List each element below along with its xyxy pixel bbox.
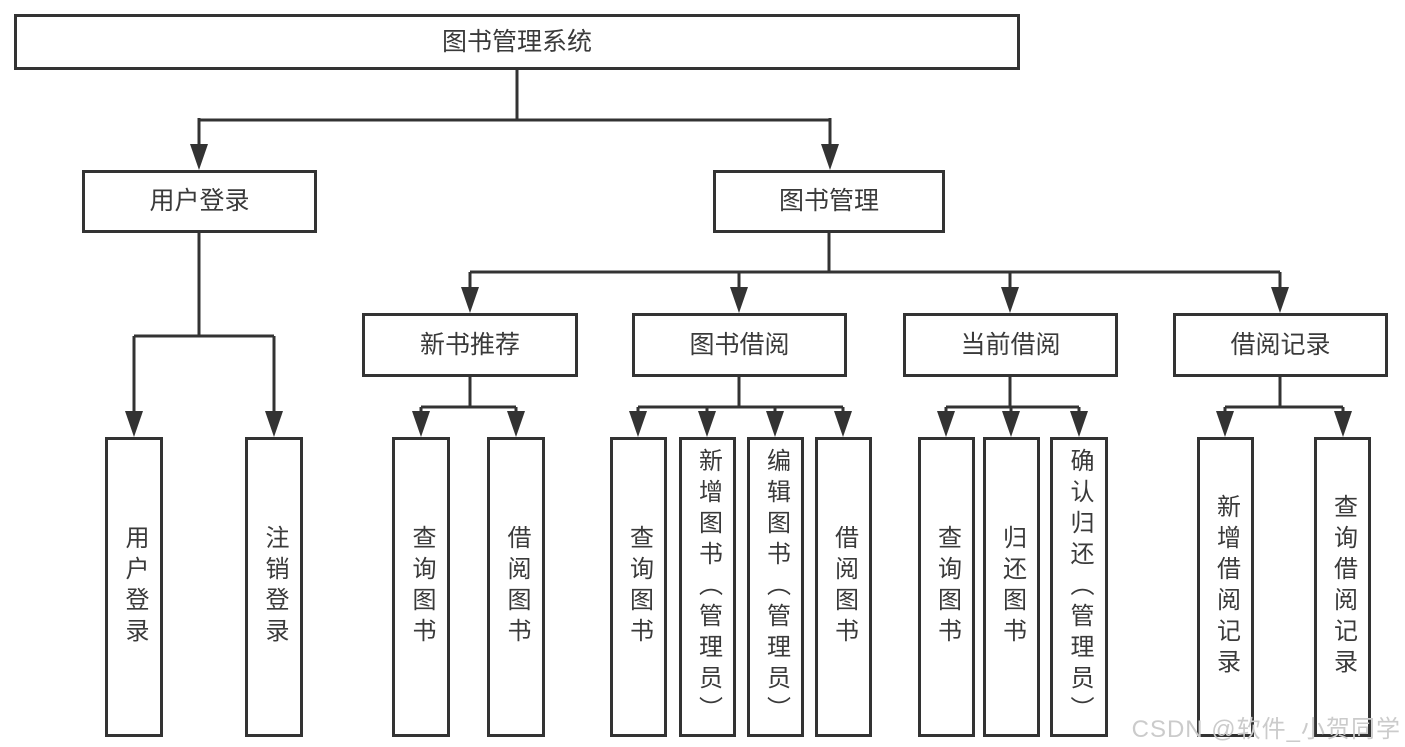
node-nb-borrow-book: 借阅图书 xyxy=(487,437,545,737)
node-label: 用户登录 xyxy=(149,187,250,215)
node-book-management: 图书管理 xyxy=(713,170,945,233)
node-system-root: 图书管理系统 xyxy=(14,14,1020,70)
node-logout-leaf: 注销登录 xyxy=(245,437,303,737)
node-bb-add-book-admin: 新增图书（管理员） xyxy=(679,437,736,737)
node-bb-borrow-book: 借阅图书 xyxy=(815,437,872,737)
node-label: 图书管理系统 xyxy=(441,27,592,56)
node-label: 查询图书 xyxy=(625,525,653,649)
node-user-login-leaf: 用户登录 xyxy=(105,437,163,737)
node-label: 确认归还（管理员） xyxy=(1066,447,1093,727)
node-bb-query-book: 查询图书 xyxy=(610,437,667,737)
node-cb-return-book: 归还图书 xyxy=(983,437,1040,737)
connector-book-management-to-level3 xyxy=(461,233,1289,313)
connector-root-to-level2 xyxy=(190,70,839,170)
node-label: 归还图书 xyxy=(998,525,1026,649)
node-label: 借阅图书 xyxy=(503,525,530,649)
node-label: 编辑图书（管理员） xyxy=(762,447,790,727)
node-label: 借阅记录 xyxy=(1230,330,1331,359)
node-label: 图书管理 xyxy=(778,187,879,215)
node-nb-query-book: 查询图书 xyxy=(392,437,450,737)
node-br-query-record: 查询借阅记录 xyxy=(1314,437,1371,737)
node-user-login: 用户登录 xyxy=(82,170,317,233)
node-new-book-recommend: 新书推荐 xyxy=(362,313,578,377)
node-label: 查询借阅记录 xyxy=(1329,494,1357,680)
connector-borrow-records-to-leaves xyxy=(1216,377,1352,437)
node-label: 当前借阅 xyxy=(960,330,1061,359)
node-label: 用户登录 xyxy=(121,525,148,649)
node-label: 图书借阅 xyxy=(689,330,790,359)
node-book-borrow: 图书借阅 xyxy=(632,313,847,377)
node-br-add-record: 新增借阅记录 xyxy=(1197,437,1254,737)
connector-new-book-recommend-to-leaves xyxy=(412,377,525,437)
node-label: 查询图书 xyxy=(408,525,435,649)
node-cb-query-book: 查询图书 xyxy=(918,437,975,737)
node-label: 新书推荐 xyxy=(419,330,520,359)
node-label: 新增图书（管理员） xyxy=(694,447,722,727)
connector-user-login-to-leaves xyxy=(125,233,283,437)
node-cb-confirm-return-admin: 确认归还（管理员） xyxy=(1050,437,1108,737)
connector-book-borrow-to-leaves xyxy=(629,377,852,437)
connector-current-borrow-to-leaves xyxy=(937,377,1088,437)
node-label: 借阅图书 xyxy=(830,525,858,649)
node-label: 注销登录 xyxy=(261,525,288,649)
node-label: 新增借阅记录 xyxy=(1212,494,1240,680)
node-current-borrow: 当前借阅 xyxy=(903,313,1118,377)
node-label: 查询图书 xyxy=(933,525,961,649)
node-borrow-records: 借阅记录 xyxy=(1173,313,1388,377)
node-bb-edit-book-admin: 编辑图书（管理员） xyxy=(747,437,804,737)
